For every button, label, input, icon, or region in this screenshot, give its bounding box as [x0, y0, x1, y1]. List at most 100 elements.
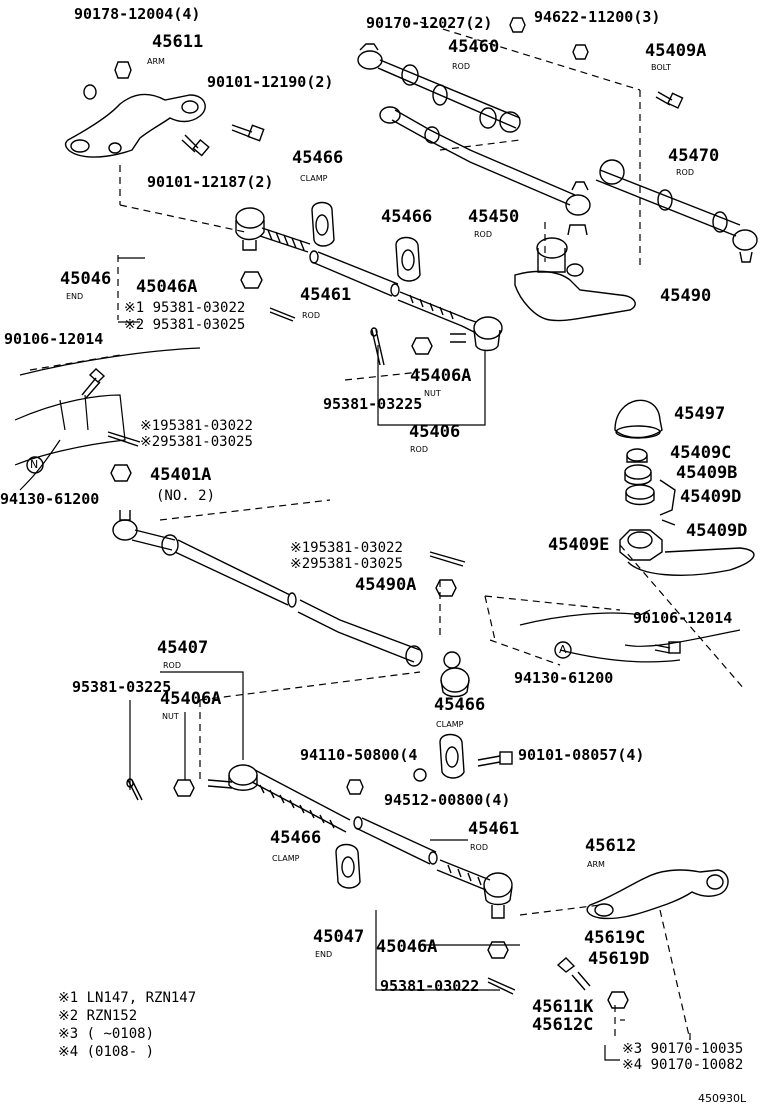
label-45409D-2: 45409D	[686, 521, 748, 541]
idler-arm-45490	[514, 224, 636, 322]
end-45046	[235, 207, 311, 253]
label-45409C: 45409C	[670, 443, 732, 463]
label-94130-61200-a: 94130-61200	[0, 490, 100, 508]
label-45409B: 45409B	[676, 463, 738, 483]
label-45619C: 45619C	[584, 928, 646, 948]
label-45406A-upper: 45406A	[410, 366, 472, 386]
sub-clamp-1: CLAMP	[300, 174, 328, 183]
label-45450: 45450	[468, 207, 520, 227]
bolt-90106b	[654, 641, 681, 654]
label-94110-50800: 94110-50800(4	[300, 746, 418, 764]
cotter-pin-lower	[126, 778, 143, 801]
sub-nut-1: NUT	[424, 389, 441, 398]
label-95381-03225-b: 95381-03225	[72, 678, 172, 696]
label-45497: 45497	[674, 404, 726, 424]
label-45490: 45490	[660, 286, 712, 306]
pin-b	[107, 431, 141, 447]
end-lower-ball	[440, 651, 470, 698]
label-45406A-lower: 45406A	[160, 689, 222, 709]
label-s2-95381-03025-b: ※295381-03025	[140, 434, 253, 450]
sub-rod-45450: ROD	[474, 230, 493, 239]
label-95381-03022-e: 95381-03022	[380, 977, 480, 995]
end-45047	[483, 872, 513, 919]
sub-rod-45460: ROD	[452, 62, 471, 71]
footnote-4: ※4 (0108- )	[58, 1044, 155, 1060]
sub-arm-2: ARM	[587, 860, 605, 869]
figure-code: 450930L	[698, 1092, 747, 1105]
clamp-45466-lowest	[335, 843, 361, 889]
rod-45461-lower	[353, 816, 491, 891]
sub-clamp-3: CLAMP	[272, 854, 300, 863]
sub-end-2: END	[315, 950, 333, 959]
label-45466-c: 45466	[434, 695, 486, 715]
sub-rod-45470: ROD	[676, 168, 695, 177]
label-s1-95381-03022-c: ※195381-03022	[290, 540, 403, 556]
sub-rod-45461-lower: ROD	[470, 843, 489, 852]
label-45401A: 45401A	[150, 465, 212, 485]
label-s4-90170-10082: ※4 90170-10082	[622, 1057, 744, 1073]
cotter-pin-upper	[370, 327, 385, 366]
label-45490A: 45490A	[355, 575, 417, 595]
bolt-90101b	[181, 134, 210, 157]
part-45409D	[625, 484, 655, 506]
nut-94622	[572, 44, 589, 60]
label-45466-b: 45466	[381, 207, 433, 227]
nut-45046A	[240, 271, 263, 289]
arm-45611	[64, 93, 206, 158]
nut-45046A-lower	[487, 941, 509, 959]
nut-90170a	[509, 17, 526, 33]
nut-45401A	[110, 464, 132, 482]
label-45461-lower: 45461	[468, 819, 520, 839]
label-94130-61200-b: 94130-61200	[514, 669, 614, 687]
bolt-90106a	[81, 368, 106, 399]
footnote-2: ※2 RZN152	[58, 1008, 138, 1024]
nut-45490A	[435, 579, 457, 597]
nut-94110	[346, 779, 364, 795]
label-90101-12187: 90101-12187(2)	[147, 173, 274, 191]
footnote-1: ※1 LN147, RZN147	[58, 990, 197, 1006]
callout-A-1: A	[559, 643, 567, 656]
bracket-45409D	[659, 479, 676, 526]
label-45611: 45611	[152, 32, 204, 52]
sub-clamp-2: CLAMP	[436, 720, 464, 729]
bolt-45619D	[556, 957, 591, 991]
label-s3-90170-10035: ※3 90170-10035	[622, 1041, 744, 1057]
rod-45460	[357, 43, 521, 133]
rod-45461-upper	[309, 250, 466, 327]
label-45046A-lower: 45046A	[376, 937, 438, 957]
label-45612C: 45612C	[532, 1015, 594, 1035]
arm-outline-45409	[627, 547, 755, 576]
label-95381-03225-a: 95381-03225	[323, 395, 423, 413]
label-90170-12027: 90170-12027(2)	[366, 14, 493, 32]
label-45409A: 45409A	[645, 41, 707, 61]
part-45409C	[626, 448, 648, 463]
bolt-45409A	[655, 91, 684, 109]
rod-45450	[379, 106, 591, 216]
label-45046: 45046	[60, 269, 112, 289]
rod-45470	[595, 159, 758, 263]
label-s2-95381-03025-c: ※295381-03025	[290, 556, 403, 572]
label-45046A-upper: 45046A	[136, 277, 198, 297]
sub-bolt: BOLT	[651, 63, 671, 72]
label-45406: 45406	[409, 422, 461, 442]
label-45047: 45047	[313, 927, 365, 947]
sub-rod-45407: ROD	[163, 661, 182, 670]
label-no-2: (NO. 2)	[156, 488, 216, 504]
label-90106-12014-a: 90106-12014	[4, 330, 104, 348]
label-45407: 45407	[157, 638, 209, 658]
part-45409B	[624, 464, 652, 486]
label-90101-08057: 90101-08057(4)	[518, 746, 645, 764]
end-45406	[450, 316, 503, 352]
rod-45407	[207, 764, 351, 833]
bolt-90101a	[231, 124, 265, 142]
washer-small	[83, 84, 97, 100]
part-45409E	[619, 529, 663, 561]
arm-45612	[586, 869, 729, 920]
label-94512-00800: 94512-00800(4)	[384, 791, 511, 809]
pin-c	[429, 551, 466, 567]
nut-90178	[114, 61, 132, 79]
label-45612: 45612	[585, 836, 637, 856]
nut-45406A-upper	[411, 337, 433, 355]
sub-rod-45406: ROD	[410, 445, 429, 454]
